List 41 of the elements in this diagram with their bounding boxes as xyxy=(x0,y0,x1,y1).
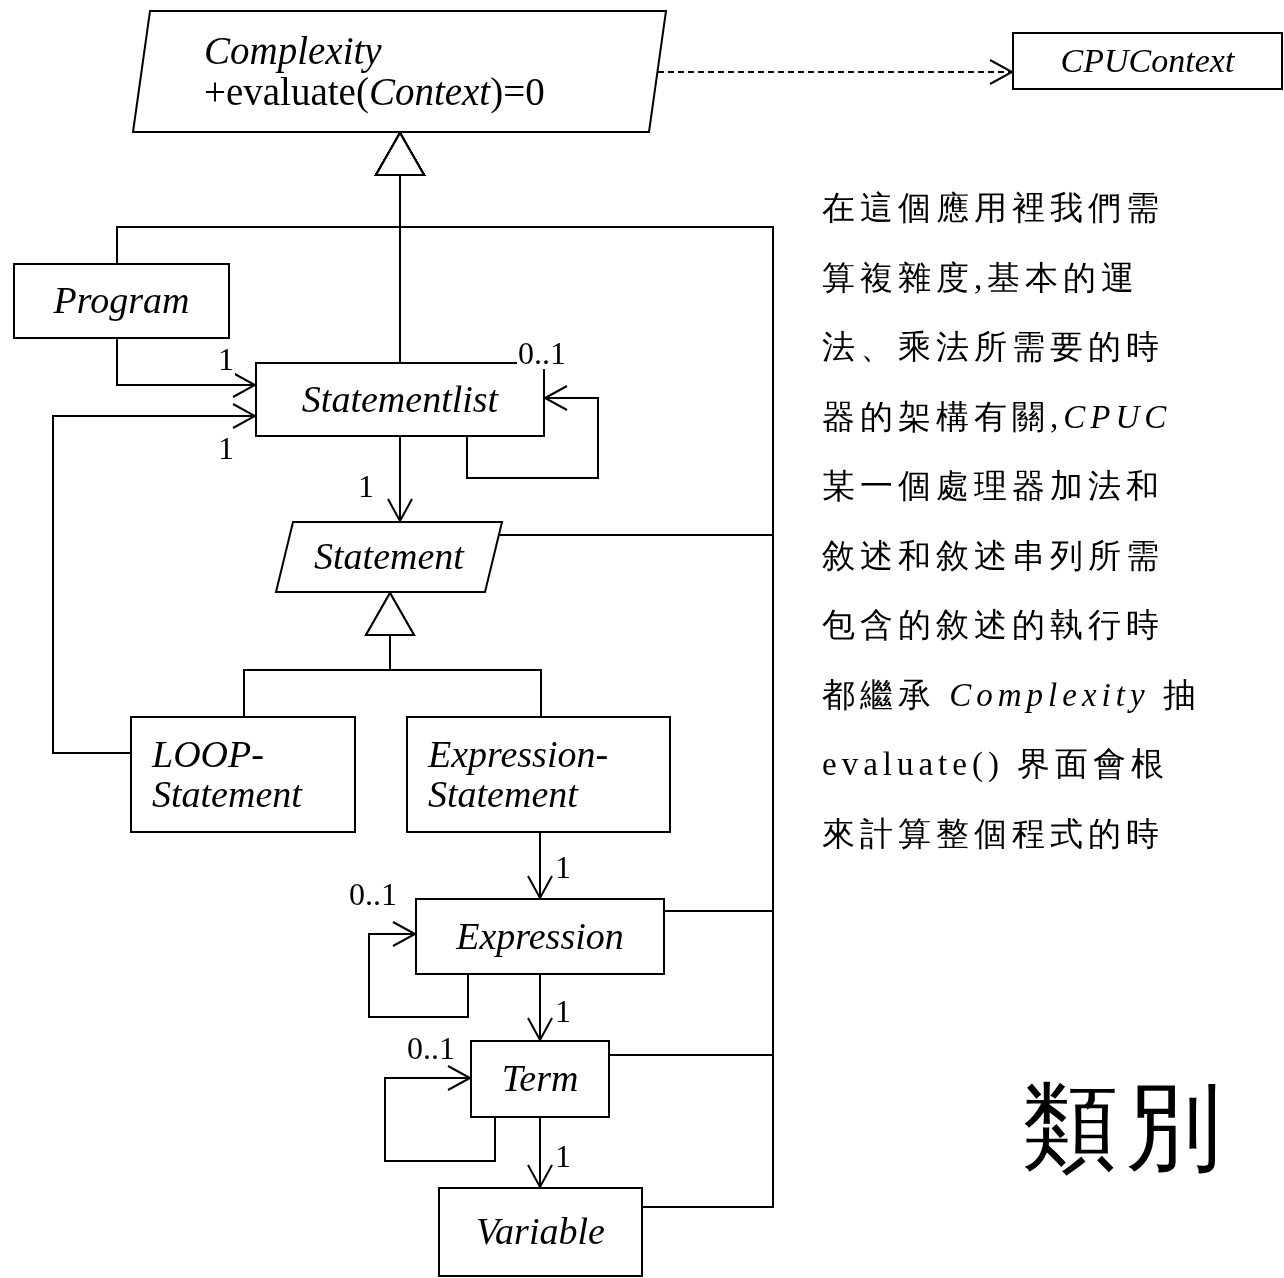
class-box xyxy=(1012,32,1283,90)
class-name: Expression xyxy=(456,916,624,957)
association-arrow xyxy=(384,1065,496,1162)
class-name: LOOP- Statement xyxy=(152,734,304,815)
class-name: Statementlist xyxy=(301,379,499,420)
slide-title: 類別 xyxy=(1022,1075,1230,1181)
description-text: 包含的敘述的執行時 xyxy=(822,607,1164,644)
description-text: 法、乘法所需要的時 xyxy=(822,329,1164,366)
abstract-class-shape xyxy=(132,10,667,133)
description-text: evaluate() 界面會根 xyxy=(822,746,1170,783)
association-arrow xyxy=(116,338,256,398)
class-box xyxy=(470,1040,610,1118)
class-box xyxy=(438,1187,643,1277)
class-box xyxy=(13,263,230,339)
association-arrow xyxy=(387,436,413,522)
class-box xyxy=(406,716,671,833)
association-arrow xyxy=(527,832,553,899)
class-box xyxy=(255,362,545,437)
description-text: 器的架構有關,CPUC xyxy=(822,398,1172,435)
class-name: Term xyxy=(501,1059,579,1099)
generalization-arrow xyxy=(365,592,542,717)
association-arrow xyxy=(52,403,256,754)
class-name: Variable xyxy=(476,1212,605,1252)
description-text: 敘述和敘述串列所需 xyxy=(822,537,1164,574)
description-text: 都繼承 Complexity 抽 xyxy=(822,676,1201,713)
class-name: Statement xyxy=(314,537,464,577)
association-arrow xyxy=(368,921,469,1018)
description-text: 算複雜度,基本的運 xyxy=(822,259,1140,296)
class-name: CPUContext xyxy=(1060,43,1235,79)
class-name: Program xyxy=(53,281,190,321)
description-text: 在這個應用裡我們需 xyxy=(822,190,1164,227)
class-name: Expression- Statement xyxy=(428,734,610,815)
description-text: 某一個處理器加法和 xyxy=(822,468,1164,505)
abstract-class-shape xyxy=(275,521,503,593)
class-name: Complexity xyxy=(204,30,382,72)
association-arrow xyxy=(527,974,553,1041)
association-arrow xyxy=(466,385,599,479)
class-box xyxy=(130,716,356,833)
association-arrow xyxy=(527,1117,553,1188)
class-box xyxy=(415,898,665,975)
description-text: 來計算整個程式的時 xyxy=(822,815,1164,852)
